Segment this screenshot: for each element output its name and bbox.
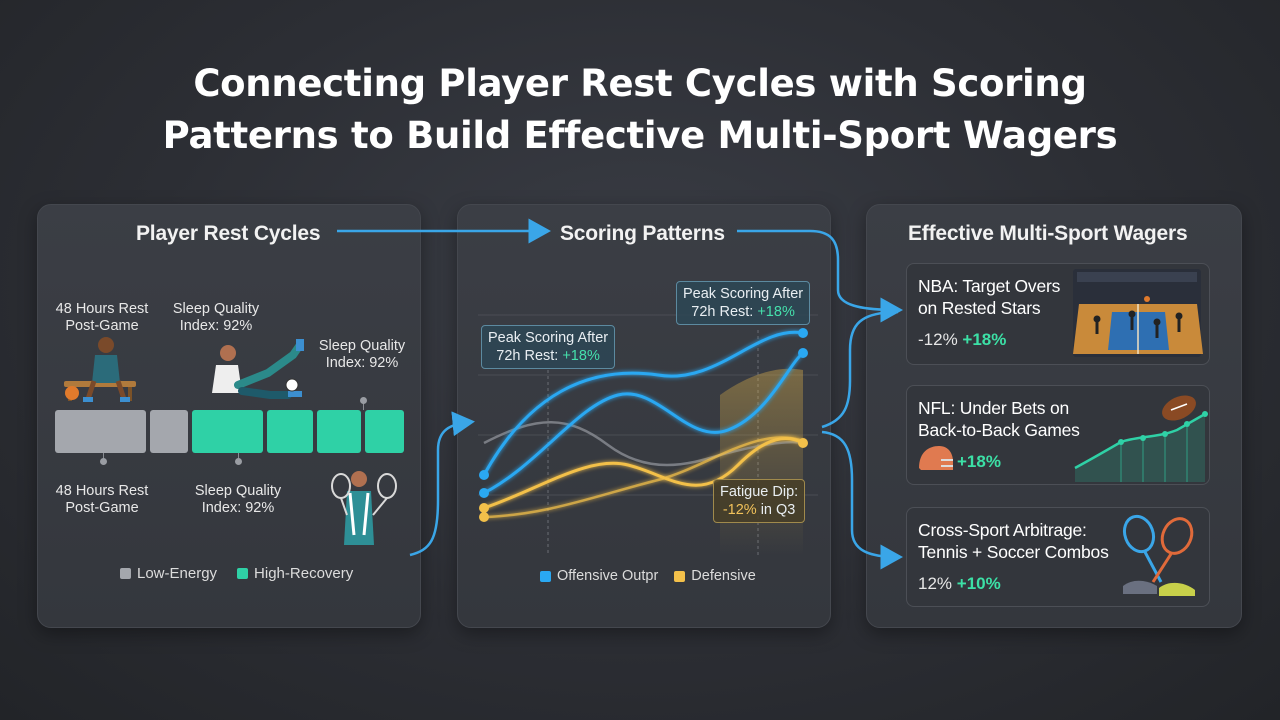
scoring-patterns-heading: Scoring Patterns <box>560 222 725 245</box>
stretching-player-icon <box>212 339 304 399</box>
rest-bar-5 <box>317 410 361 453</box>
legend-low-energy: Low-Energy <box>137 565 218 582</box>
legend-offensive: Offensive Outpr <box>557 568 659 584</box>
peak-callout-left: Peak Scoring After 72h Rest: +18% <box>481 325 616 369</box>
basketball-court-icon <box>1073 269 1203 357</box>
tennis-player-icon <box>331 471 397 545</box>
peak-callout-right: Peak Scoring After 72h Rest: +18% <box>676 281 811 325</box>
offensive-swatch <box>540 570 551 582</box>
wager-card-stats: 12% +10% <box>918 574 1001 593</box>
wagers-panel: Effective Multi-Sport Wagers NBA: Target… <box>866 204 1242 628</box>
wager-card-nba[interactable]: NBA: Target Overs on Rested Stars -12% +… <box>906 263 1210 365</box>
helmet-icon <box>919 446 953 470</box>
wager-card-title: NBA: Target Overs on Rested Stars <box>918 276 1061 318</box>
high-recovery-swatch <box>237 568 249 579</box>
wagers-heading: Effective Multi-Sport Wagers <box>908 222 1188 245</box>
wager-card-title: NFL: Under Bets on Back-to-Back Games <box>918 398 1080 440</box>
legend-defensive: Defensive <box>691 568 756 584</box>
page-title-line-2: Patterns to Build Effective Multi-Sport … <box>162 114 1118 157</box>
page-title-line-1: Connecting Player Rest Cycles with Scori… <box>193 62 1087 105</box>
wager-card-cross-sport[interactable]: Cross-Sport Arbitrage: Tennis + Soccer C… <box>906 507 1210 607</box>
rest-legend: Low-Energy High-Recovery <box>120 565 353 582</box>
wager-card-nfl[interactable]: NFL: Under Bets on Back-to-Back Games +1… <box>906 385 1210 485</box>
scoring-patterns-panel: Scoring Patterns Peak Scoring After 7 <box>457 204 831 628</box>
wager-card-stats: +18% <box>957 452 1001 471</box>
scoring-legend: Offensive Outpr Defensive <box>540 568 756 584</box>
fatigue-callout: Fatigue Dip: -12% in Q3 <box>713 479 806 523</box>
football-trend-icon <box>919 395 1208 482</box>
scoring-line-chart <box>478 314 818 555</box>
rest-bar-2 <box>150 410 188 453</box>
legend-high-recovery: High-Recovery <box>254 565 354 582</box>
resting-player-icon <box>64 337 136 402</box>
offensive-series-line <box>482 330 804 476</box>
defensive-swatch <box>674 570 686 582</box>
wager-card-title: Cross-Sport Arbitrage: Tennis + Soccer C… <box>918 520 1109 562</box>
rest-bar-6 <box>365 410 404 453</box>
low-energy-swatch <box>120 568 131 579</box>
rest-illustrations <box>64 337 397 545</box>
rest-cycles-heading: Player Rest Cycles <box>136 222 321 245</box>
rest-bar-1 <box>55 410 146 453</box>
wager-card-stats: -12% +18% <box>918 330 1007 349</box>
rest-bar-3 <box>192 410 263 453</box>
page-title: Connecting Player Rest Cycles with Scori… <box>0 58 1280 162</box>
tennis-rackets-icon <box>1122 514 1195 596</box>
rest-bar-4 <box>267 410 313 453</box>
